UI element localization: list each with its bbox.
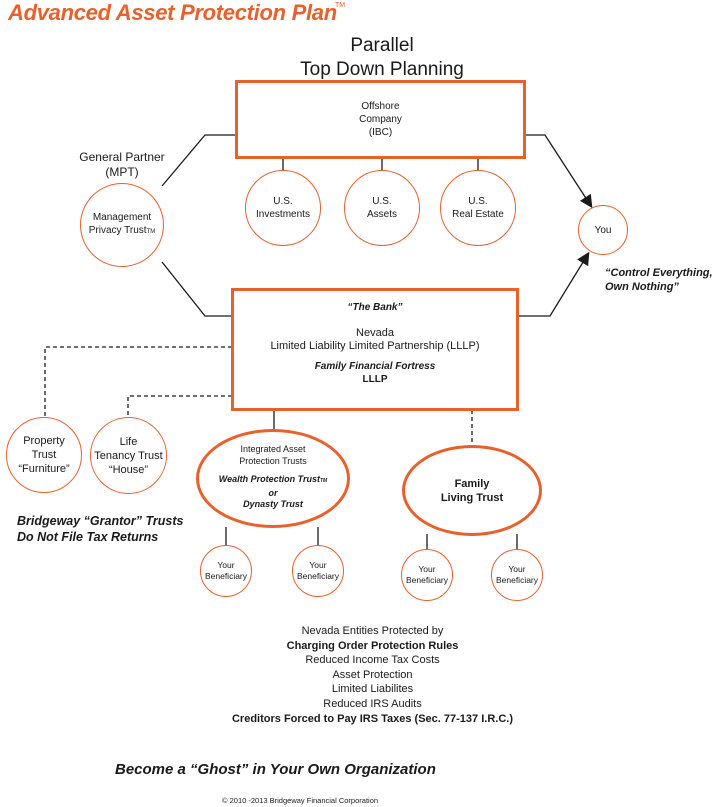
mpt-circle: Management Privacy TrustTM xyxy=(80,183,164,267)
line-mpt-offshore xyxy=(161,134,236,187)
control-line2: Own Nothing” xyxy=(605,281,679,293)
beneficiary-circle-1: Your Beneficiary xyxy=(200,545,252,597)
ghost-tagline: Become a “Ghost” in Your Own Organizatio… xyxy=(115,761,436,778)
dashed-bank-life xyxy=(127,395,232,418)
iapt-line5: Dynasty Trust xyxy=(243,499,303,509)
us-investments-circle: U.S. Investments xyxy=(245,170,321,246)
dashed-bank-property xyxy=(44,346,232,418)
bank-line4: LLLP xyxy=(362,374,388,385)
benefit-item: Asset Protection xyxy=(332,668,413,681)
us-assets-line2: Assets xyxy=(366,209,397,220)
grantor-line1: Bridgeway “Grantor” Trusts xyxy=(17,514,184,528)
offshore-company-box: Offshore Company (IBC) xyxy=(235,80,526,159)
page-title: Advanced Asset Protection Plan xyxy=(8,0,337,25)
arrow-bank-you xyxy=(518,251,590,317)
beneficiary-4-line2: Beneficiary xyxy=(495,575,539,585)
bank-line1: Nevada xyxy=(356,327,394,339)
subtitle-line1: Parallel xyxy=(350,35,414,56)
arrow-offshore-you xyxy=(526,134,593,209)
beneficiary-3-line2: Beneficiary xyxy=(405,575,449,585)
beneficiary-4-line1: Your xyxy=(508,564,526,574)
us-investments-line2: Investments xyxy=(256,209,310,220)
beneficiary-1-line2: Beneficiary xyxy=(204,571,248,581)
general-partner-label: General Partner (MPT) xyxy=(62,150,182,180)
title-trademark: TM xyxy=(335,2,346,9)
family-line2: Living Trust xyxy=(440,491,504,504)
life-tenancy-trust-circle: Life Tenancy Trust “House” xyxy=(90,417,167,494)
iapt-tm: TM xyxy=(319,478,328,484)
grantor-trusts-note: Bridgeway “Grantor” Trusts Do Not File T… xyxy=(17,513,183,545)
us-real-estate-circle: U.S. Real Estate xyxy=(440,170,516,246)
us-assets-circle: U.S. Assets xyxy=(344,170,420,246)
beneficiary-circle-2: Your Beneficiary xyxy=(292,545,344,597)
iapt-line3-wrap: Wealth Protection TrustTM xyxy=(199,474,347,488)
life-line1: Life xyxy=(119,435,138,448)
property-line2: Trust xyxy=(31,449,57,461)
benefit-item: Limited Liabilites xyxy=(331,683,414,696)
benefits-list: Nevada Entities Protected by Charging Or… xyxy=(200,624,545,726)
iapt-line1: Integrated Asset xyxy=(240,444,306,454)
family-line1: Family xyxy=(454,477,490,490)
general-partner-line2: (MPT) xyxy=(105,165,139,179)
iapt-line4: or xyxy=(268,487,278,498)
benefit-item: Nevada Entities Protected by xyxy=(301,625,444,637)
grantor-line2: Do Not File Tax Returns xyxy=(17,530,159,544)
bank-line2: Limited Liability Limited Partnership (L… xyxy=(270,340,480,352)
subtitle-line2: Top Down Planning xyxy=(300,59,464,80)
offshore-line2: Company xyxy=(359,114,402,125)
you-circle: You xyxy=(578,205,628,255)
control-line1: “Control Everything, xyxy=(605,267,713,279)
bank-box: “The Bank” Nevada Limited Liability Limi… xyxy=(231,288,519,411)
us-real-estate-line2: Real Estate xyxy=(452,209,504,220)
mpt-line1: Management xyxy=(92,212,152,223)
offshore-line1: Offshore xyxy=(361,101,400,112)
benefit-item: Reduced Income Tax Costs xyxy=(305,654,440,667)
iapt-line3: Wealth Protection Trust xyxy=(218,474,320,484)
us-real-estate-line1: U.S. xyxy=(468,196,488,207)
us-assets-line1: U.S. xyxy=(372,196,392,207)
mpt-line2: Privacy Trust xyxy=(88,225,147,236)
line-mpt-bank xyxy=(161,261,232,317)
iapt-oval: Integrated Asset Protection Trusts Wealt… xyxy=(196,429,350,528)
bank-line3: Family Financial Fortress xyxy=(314,361,436,372)
property-line3: “Furniture” xyxy=(18,463,70,475)
benefit-item: Reduced IRS Audits xyxy=(323,697,422,710)
copyright: © 2010 -2013 Bridgeway Financial Corpora… xyxy=(222,796,379,805)
diagram-subtitle: Parallel Top Down Planning xyxy=(282,34,482,82)
life-line3: “House” xyxy=(108,463,149,476)
offshore-line3: (IBC) xyxy=(368,127,393,138)
beneficiary-3-line1: Your xyxy=(418,564,436,574)
control-tagline: “Control Everything, Own Nothing” xyxy=(605,266,715,294)
beneficiary-2-line1: Your xyxy=(309,560,327,570)
mpt-line2-wrap: Privacy TrustTM xyxy=(89,224,155,239)
property-line1: Property xyxy=(23,435,65,447)
beneficiary-circle-4: Your Beneficiary xyxy=(491,549,543,601)
beneficiary-1-line1: Your xyxy=(217,560,235,570)
you-label: You xyxy=(594,224,612,236)
beneficiary-2-line2: Beneficiary xyxy=(296,571,340,581)
bank-quote: “The Bank” xyxy=(347,302,403,313)
general-partner-line1: General Partner xyxy=(79,150,165,164)
beneficiary-circle-3: Your Beneficiary xyxy=(401,549,453,601)
property-trust-circle: Property Trust “Furniture” xyxy=(6,417,82,493)
iapt-line2: Protection Trusts xyxy=(239,455,307,466)
mpt-tm: TM xyxy=(146,229,156,235)
life-line2: Tenancy Trust xyxy=(94,449,163,462)
family-living-trust-oval: Family Living Trust xyxy=(402,445,542,536)
benefit-item: Creditors Forced to Pay IRS Taxes (Sec. … xyxy=(231,712,513,725)
benefit-item: Charging Order Protection Rules xyxy=(286,639,459,652)
us-investments-line1: U.S. xyxy=(273,196,293,207)
